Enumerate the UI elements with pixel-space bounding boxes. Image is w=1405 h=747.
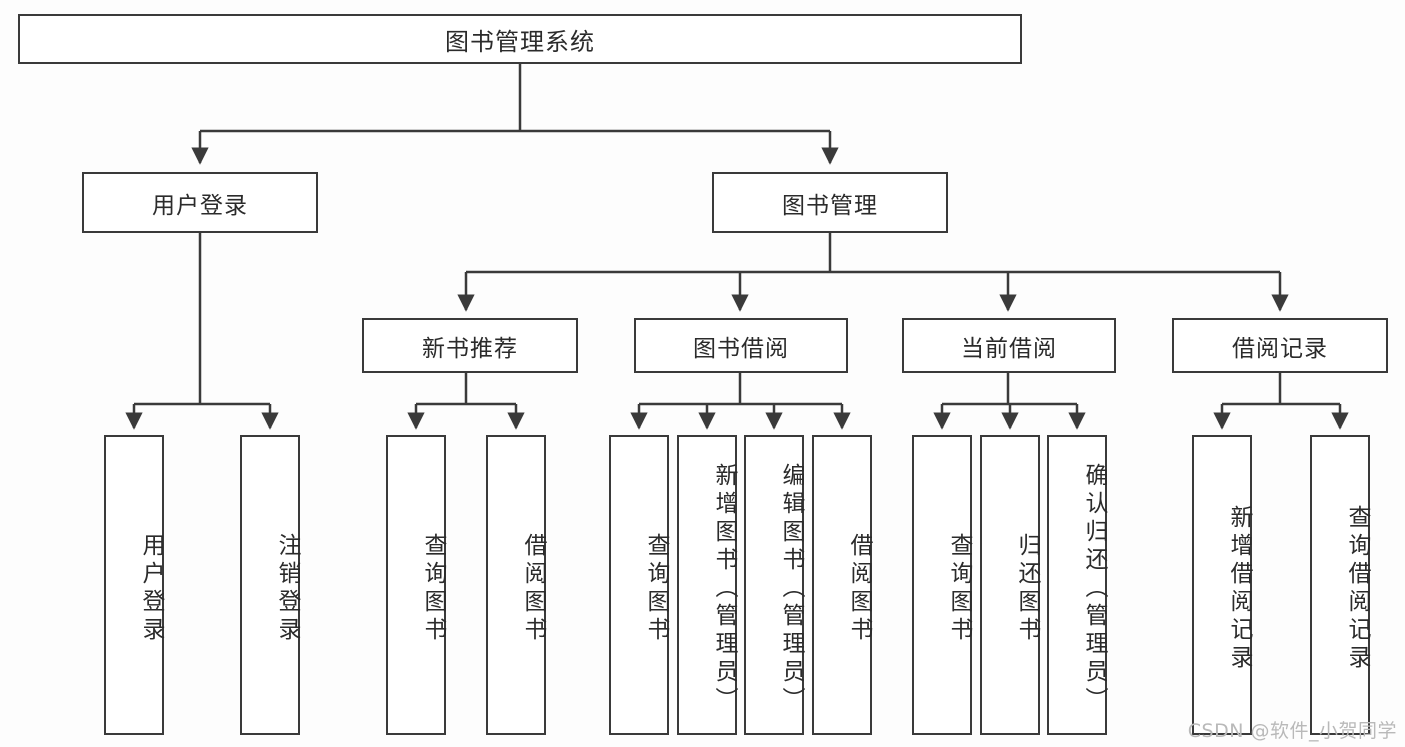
node-user-login[interactable]: 用户登录 (82, 172, 318, 233)
node-label: 借阅图书 (846, 533, 872, 645)
node-label: 查询图书 (946, 533, 972, 645)
node-new-book-recommend[interactable]: 新书推荐 (362, 318, 578, 373)
leaf-book-borrow-add[interactable]: 新增图书（管理员） (677, 435, 737, 735)
node-current-borrow[interactable]: 当前借阅 (902, 318, 1116, 373)
node-label: 借阅图书 (520, 533, 546, 645)
node-book-borrow[interactable]: 图书借阅 (634, 318, 848, 373)
node-label: 当前借阅 (961, 335, 1057, 362)
leaf-borrow-record-add[interactable]: 新增借阅记录 (1192, 435, 1252, 735)
node-book-management[interactable]: 图书管理 (712, 172, 948, 233)
node-label: 图书管理 (782, 192, 878, 219)
node-label: 查询借阅记录 (1344, 505, 1370, 673)
leaf-current-borrow-query[interactable]: 查询图书 (912, 435, 972, 735)
node-label: 新增借阅记录 (1226, 505, 1252, 673)
node-label: 用户登录 (152, 192, 248, 219)
leaf-user-login-signout[interactable]: 注销登录 (240, 435, 300, 735)
node-label: 新书推荐 (422, 335, 518, 362)
node-label: 查询图书 (643, 533, 669, 645)
leaf-user-login-signin[interactable]: 用户登录 (104, 435, 164, 735)
node-label: 编辑图书（管理员） (778, 463, 804, 715)
node-label: 图书管理系统 (445, 27, 595, 56)
node-borrow-record[interactable]: 借阅记录 (1172, 318, 1388, 373)
node-label: 查询图书 (420, 533, 446, 645)
leaf-book-borrow-edit[interactable]: 编辑图书（管理员） (744, 435, 804, 735)
leaf-book-borrow-lend[interactable]: 借阅图书 (812, 435, 872, 735)
leaf-current-borrow-return[interactable]: 归还图书 (980, 435, 1040, 735)
leaf-borrow-record-query[interactable]: 查询借阅记录 (1310, 435, 1370, 735)
leaf-new-book-borrow[interactable]: 借阅图书 (486, 435, 546, 735)
leaf-new-book-query[interactable]: 查询图书 (386, 435, 446, 735)
node-label: 注销登录 (274, 533, 300, 645)
leaf-current-borrow-confirm-return[interactable]: 确认归还（管理员） (1047, 435, 1107, 735)
node-label: 确认归还（管理员） (1081, 463, 1107, 715)
node-label: 图书借阅 (693, 335, 789, 362)
leaf-book-borrow-query[interactable]: 查询图书 (609, 435, 669, 735)
node-label: 借阅记录 (1232, 335, 1328, 362)
node-label: 归还图书 (1014, 533, 1040, 645)
node-label: 新增图书（管理员） (711, 463, 737, 715)
csdn-watermark: CSDN @软件_小贺同学 (1187, 720, 1397, 742)
node-label: 用户登录 (138, 533, 164, 645)
node-root-system[interactable]: 图书管理系统 (18, 14, 1022, 64)
